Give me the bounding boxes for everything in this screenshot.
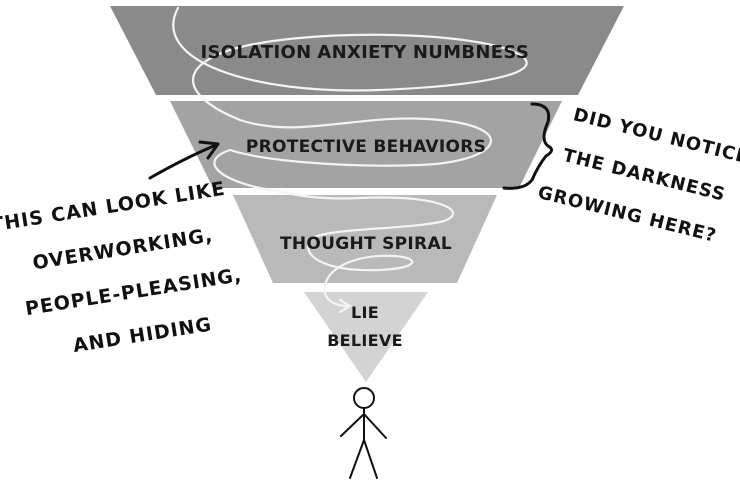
tier-3-band — [233, 195, 497, 283]
left-note-line-2: OVERWORKING, — [31, 224, 214, 274]
stick-figure-head — [353, 387, 375, 409]
right-note: DID YOU NOTICE THE DARKNESS GROWING HERE… — [536, 104, 740, 247]
left-note: THIS CAN LOOK LIKE OVERWORKING, PEOPLE-P… — [0, 178, 244, 357]
left-note-line-4: AND HIDING — [71, 313, 213, 357]
tier-4-band — [304, 292, 428, 382]
tier-4-label-line1: LIE — [351, 303, 379, 322]
tier-4-label-line2: BELIEVE — [327, 331, 403, 350]
tier-1-label-numbness: NUMBNESS — [413, 42, 529, 63]
tier-1-label-isolation: ISOLATION — [200, 42, 311, 63]
spiral-arrowhead — [338, 298, 353, 314]
spiral-line — [172, 6, 528, 308]
stick-figure-arms — [340, 413, 387, 439]
stick-figure-legs — [349, 439, 378, 479]
tier-3-label: THOUGHT SPIRAL — [280, 234, 452, 254]
left-pointer-arrowhead — [198, 140, 220, 160]
tier-1-label-anxiety: ANXIETY — [317, 42, 407, 63]
tier-1-band — [110, 6, 624, 95]
tier-2-label: PROTECTIVE BEHAVIORS — [246, 137, 486, 157]
stick-figure — [340, 387, 387, 479]
left-pointer-arrow — [148, 143, 218, 180]
left-note-line-3: PEOPLE-PLEASING, — [24, 264, 244, 320]
right-curly-brace — [502, 102, 553, 190]
